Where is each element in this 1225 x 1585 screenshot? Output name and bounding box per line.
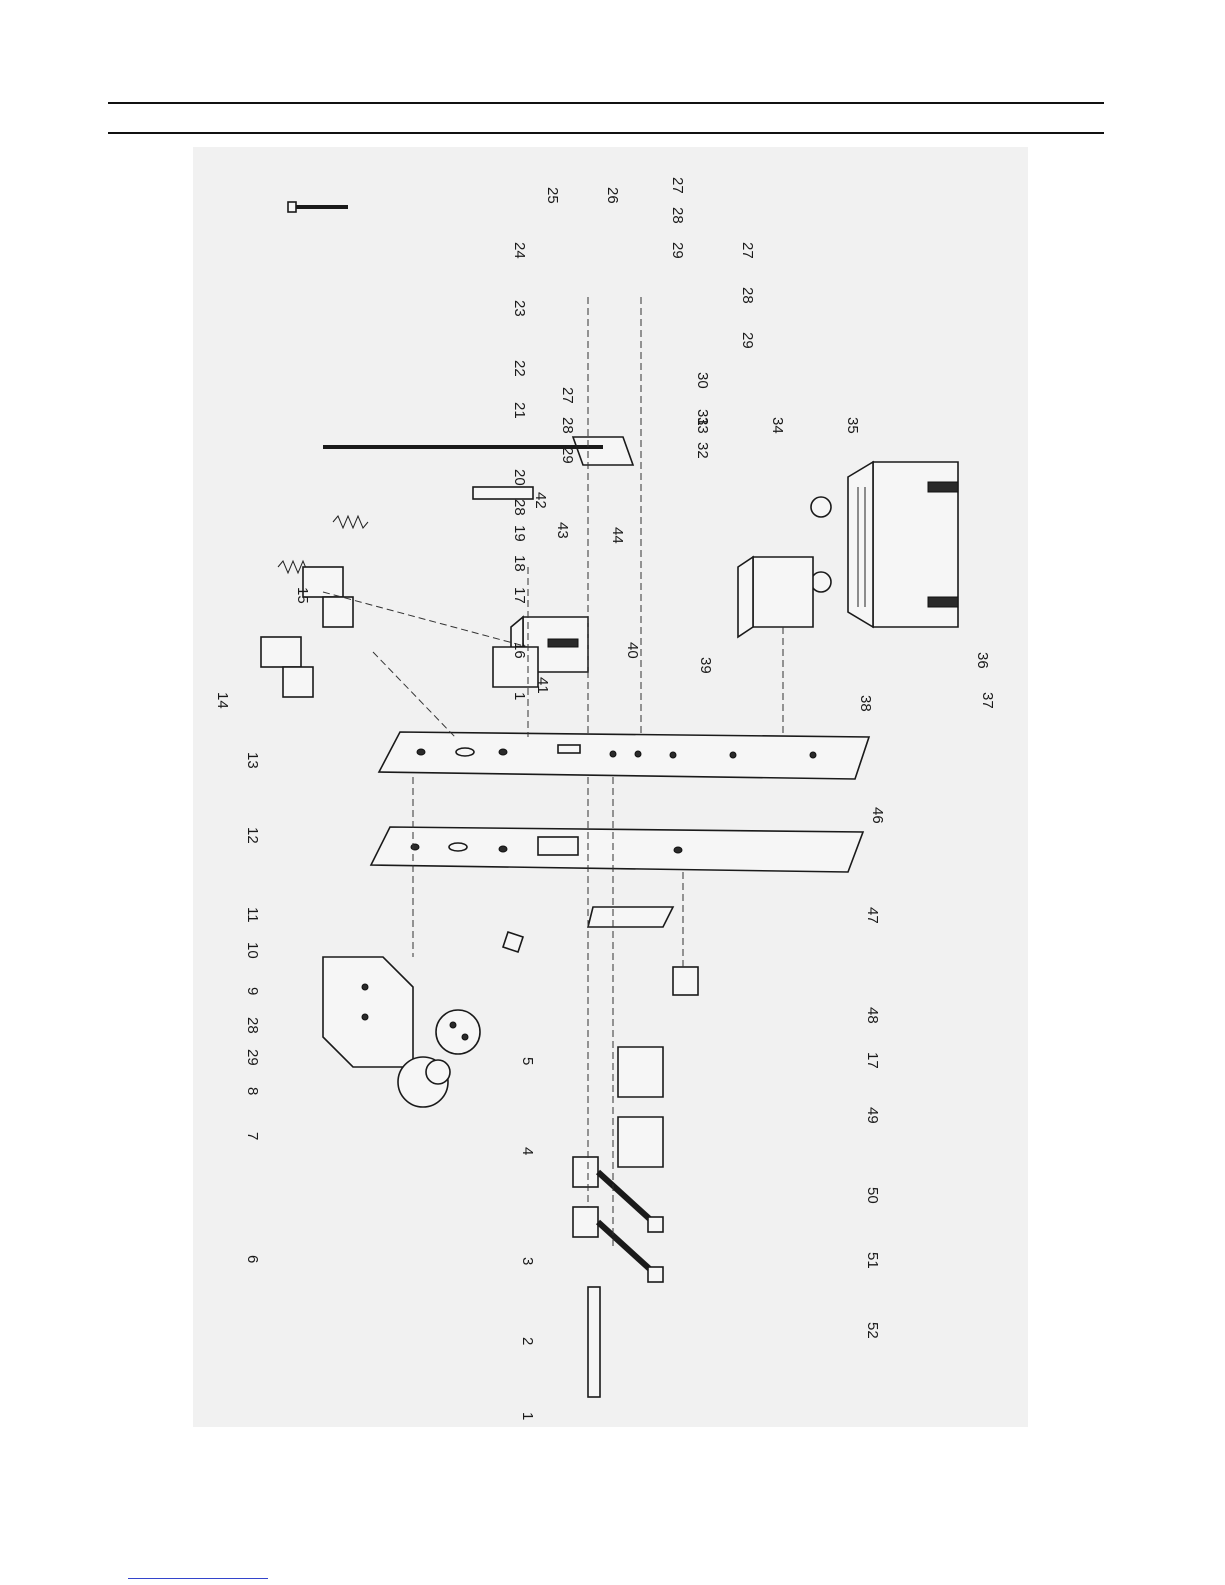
- part-3-lever: [573, 1157, 663, 1282]
- part-label-47: 47: [864, 907, 881, 924]
- part-label-1: 1: [519, 1412, 536, 1420]
- part-label-8: 8: [244, 1087, 261, 1095]
- part-14-bushing: [261, 637, 313, 697]
- part-label-18: 18: [511, 555, 528, 572]
- header-rule-top: [108, 102, 1104, 104]
- part-label-21: 21: [511, 402, 528, 419]
- part-label-11: 11: [244, 907, 261, 923]
- part-label-28: 28: [739, 287, 756, 304]
- part-label-3: 3: [519, 1257, 536, 1265]
- part-label-35: 35: [844, 417, 861, 434]
- part-label-10: 10: [244, 942, 261, 959]
- part-label-23: 23: [511, 300, 528, 317]
- part-label-51: 51: [864, 1252, 881, 1269]
- part-label-52: 52: [864, 1322, 881, 1339]
- part-label-37: 37: [979, 692, 996, 709]
- part-47-pad: [588, 907, 673, 927]
- part-5-clamp-visible: [618, 1047, 663, 1097]
- part-label-44: 44: [609, 527, 626, 544]
- part-label-9: 9: [244, 987, 261, 995]
- part-label-28: 28: [559, 417, 576, 434]
- part-label-27: 27: [739, 242, 756, 259]
- part-label-27: 27: [669, 177, 686, 194]
- part-label-34: 34: [769, 417, 786, 434]
- part-label-43: 43: [554, 522, 571, 539]
- header-rule-bottom: [108, 132, 1104, 134]
- footer-link-underline[interactable]: [128, 1578, 268, 1579]
- part-label-39: 39: [697, 657, 714, 674]
- diagram-canvas: 1234567829289101112131411615171819282021…: [193, 147, 1028, 1427]
- part-44-block: [573, 437, 633, 465]
- part-label-41: 41: [534, 677, 551, 694]
- part-label-33: 33: [694, 417, 711, 434]
- part-label-49: 49: [864, 1107, 881, 1124]
- part-label-16: 16: [511, 642, 528, 659]
- part-label-5: 5: [519, 1057, 536, 1065]
- part-4-clamp: [618, 1117, 663, 1167]
- part-label-19: 19: [511, 525, 528, 542]
- part-label-29: 29: [669, 242, 686, 259]
- part-35-transformer: [811, 462, 958, 627]
- part-label-38: 38: [857, 695, 874, 712]
- part-label-25: 25: [544, 187, 561, 204]
- part-label-1: 1: [511, 692, 528, 700]
- part-label-17: 17: [511, 587, 528, 604]
- part-label-6: 6: [244, 1255, 261, 1263]
- part-label-4: 4: [519, 1147, 536, 1155]
- part-label-12: 12: [244, 827, 261, 844]
- part-25-spring: [333, 516, 368, 528]
- part-label-29: 29: [559, 447, 576, 464]
- part-2-shaft: [588, 1287, 600, 1397]
- part-48-switch: [673, 967, 698, 995]
- part-label-32: 32: [694, 442, 711, 459]
- part-label-26: 26: [604, 187, 621, 204]
- part-6-knob: [398, 1057, 450, 1107]
- part-10-switch: [503, 932, 523, 952]
- part-7-knob: [436, 1010, 480, 1054]
- part-label-36: 36: [974, 652, 991, 669]
- part-label-2: 2: [519, 1337, 536, 1345]
- part-label-28: 28: [244, 1017, 261, 1034]
- part-label-29: 29: [244, 1049, 261, 1066]
- part-label-7: 7: [244, 1132, 261, 1140]
- part-label-28: 28: [669, 207, 686, 224]
- part-label-42: 42: [532, 492, 549, 509]
- part-label-46: 46: [869, 807, 886, 824]
- part-label-14: 14: [214, 692, 231, 709]
- part-label-13: 13: [244, 752, 261, 769]
- part-label-24: 24: [511, 242, 528, 259]
- plate-12-outline: [371, 827, 863, 872]
- part-label-40: 40: [624, 642, 641, 659]
- part-label-50: 50: [864, 1187, 881, 1204]
- part-label-22: 22: [511, 360, 528, 377]
- part-label-27: 27: [559, 387, 576, 404]
- part-label-30: 30: [694, 372, 711, 389]
- part-label-29: 29: [739, 332, 756, 349]
- part-label-17: 17: [864, 1052, 881, 1069]
- part-20-shaft: [473, 487, 533, 499]
- part-39-bracket: [738, 557, 813, 637]
- part-24-bolt: [288, 202, 348, 212]
- part-label-15: 15: [294, 587, 311, 604]
- part-8-cover: [323, 957, 413, 1067]
- plate-13-outline: [379, 732, 869, 779]
- part-label-48: 48: [864, 1007, 881, 1024]
- part-label-28: 28: [511, 499, 528, 516]
- part-label-20: 20: [511, 469, 528, 486]
